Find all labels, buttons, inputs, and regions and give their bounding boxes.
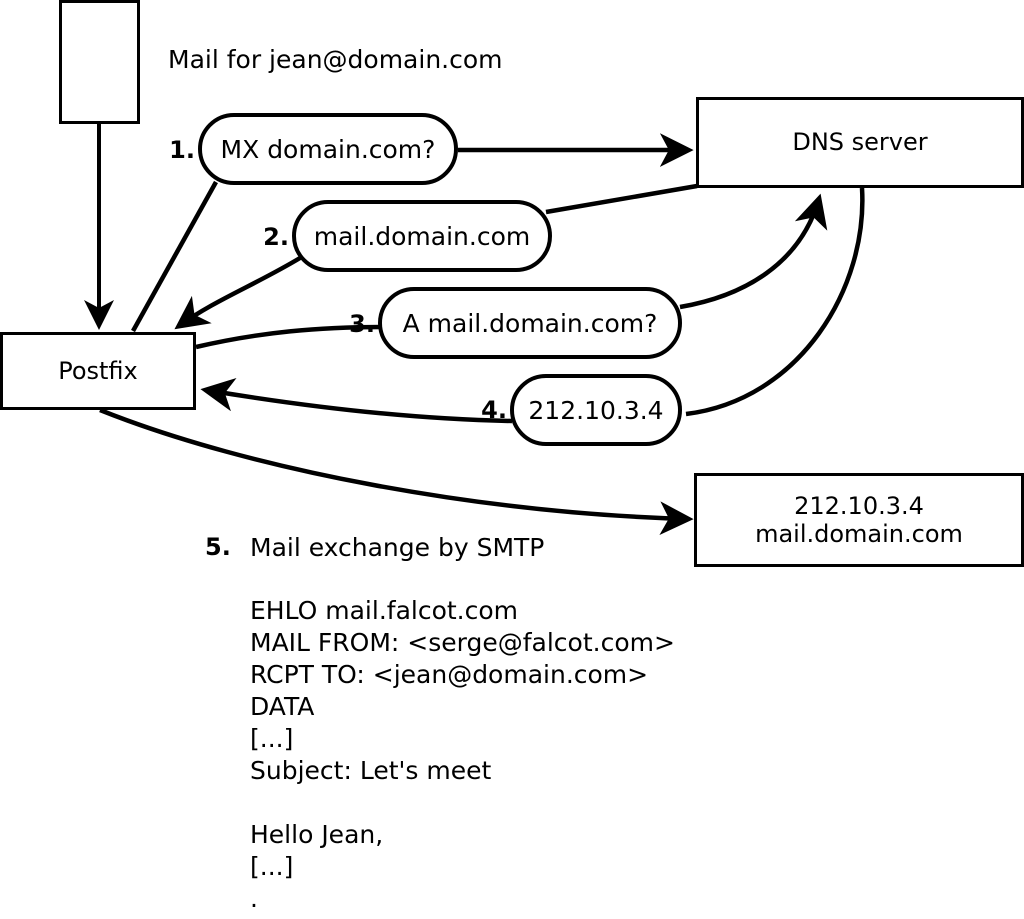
step-5-label: Mail exchange by SMTP [250, 533, 545, 562]
postfix-node[interactable]: Postfix [0, 332, 196, 410]
remote-mx-node[interactable]: 212.10.3.4 mail.domain.com [694, 473, 1024, 567]
edge-bubble2-to-postfix [174, 256, 302, 330]
smtp-transcript-line: [...] [250, 724, 294, 753]
step-2-bubble[interactable]: mail.domain.com [292, 200, 552, 272]
step-1-bubble[interactable]: MX domain.com? [198, 113, 458, 185]
dns-server-node-label: DNS server [792, 128, 928, 157]
step-1-number: 1. [169, 136, 195, 164]
step-3-bubble[interactable]: A mail.domain.com? [378, 287, 682, 359]
edge-postfix-to-bubble3 [195, 324, 383, 350]
edge-bubble4-to-postfix [200, 377, 513, 424]
step-4-label: 212.10.3.4 [528, 395, 664, 425]
edge-dns-to-bubble4 [685, 187, 865, 417]
postfix-node-label: Postfix [58, 356, 138, 385]
smtp-transcript-line: Subject: Let's meet [250, 756, 492, 785]
step-3-number: 3. [349, 310, 375, 338]
smtp-transcript-line: DATA [250, 692, 315, 721]
step-2-number: 2. [263, 223, 289, 251]
remote-mx-ip: 212.10.3.4 [794, 491, 924, 520]
smtp-transcript-line: MAIL FROM: <serge@falcot.com> [250, 628, 675, 657]
edge-postfix-to-bubble1 [131, 180, 218, 333]
edge-bubble3-to-dns [679, 193, 828, 310]
smtp-transcript-line: [...] [250, 852, 294, 881]
edge-dns-to-bubble2 [545, 183, 698, 215]
step-5-number: 5. [205, 533, 231, 561]
dns-server-node[interactable]: DNS server [696, 97, 1024, 188]
step-3-label: A mail.domain.com? [402, 308, 658, 338]
edge-postfix-to-remote-mx [99, 407, 694, 536]
smtp-transcript-line: Hello Jean, [250, 820, 384, 849]
client-node[interactable] [59, 0, 140, 124]
step-1-label: MX domain.com? [220, 134, 436, 164]
smtp-transcript-line [250, 787, 675, 819]
mail-for-note: Mail for jean@domain.com [168, 45, 503, 74]
step-4-number: 4. [481, 396, 507, 424]
step-2-label: mail.domain.com [313, 221, 531, 251]
remote-mx-hostname: mail.domain.com [755, 520, 963, 548]
smtp-transcript-line: RCPT TO: <jean@domain.com> [250, 660, 649, 689]
step-4-bubble[interactable]: 212.10.3.4 [510, 374, 682, 446]
smtp-transcript-line: . [250, 884, 258, 913]
smtp-transcript-line: EHLO mail.falcot.com [250, 596, 519, 625]
